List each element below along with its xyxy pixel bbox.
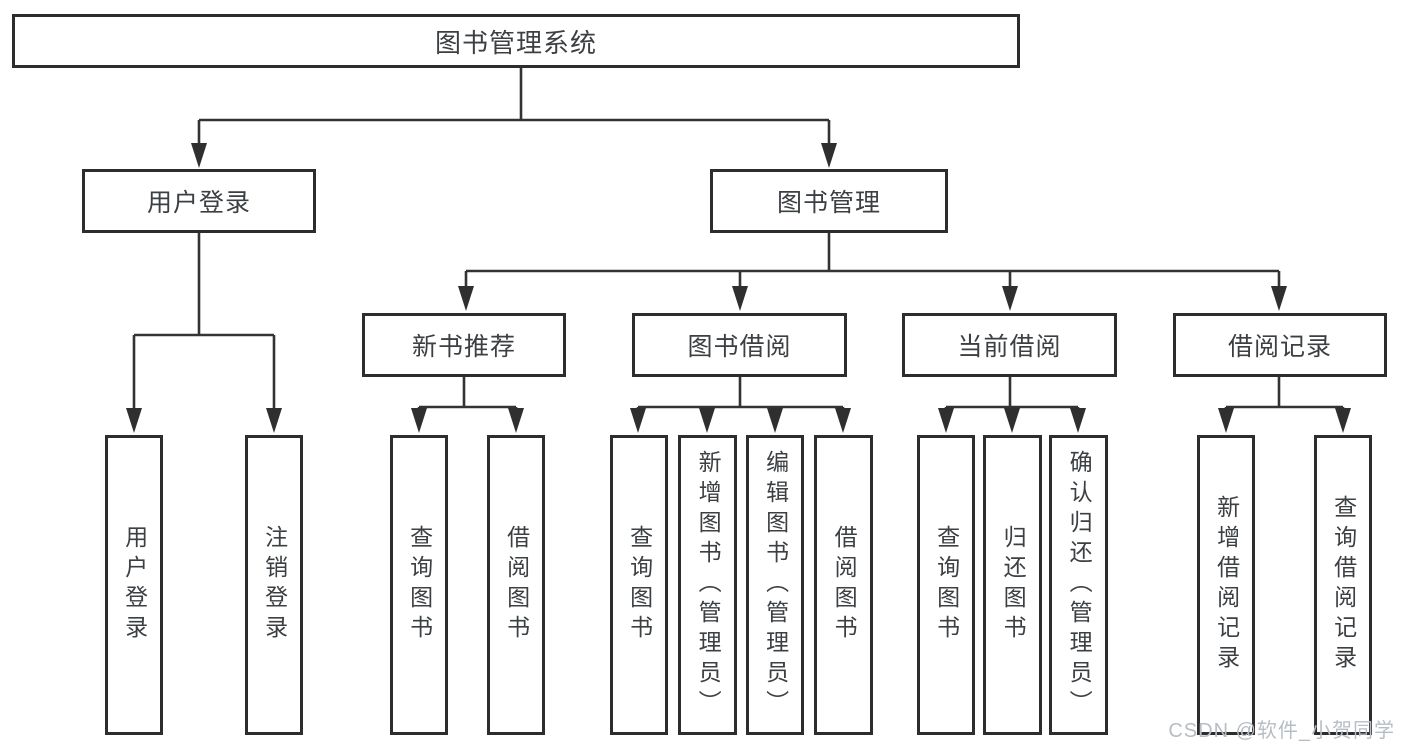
leaf-add-borrow-record: 新增借阅记录 [1197, 435, 1255, 735]
arrowhead [126, 408, 142, 433]
connector-user-login-to-leaves [132, 233, 276, 415]
arrowhead [1271, 286, 1287, 311]
arrowhead [508, 408, 524, 433]
leaf-query-borrow-record: 查询借阅记录 [1314, 435, 1372, 735]
leaf-confirm-return-admin: 确认归还（管理员） [1049, 435, 1108, 735]
arrowhead [732, 286, 748, 311]
connector-root-to-level2 [197, 68, 831, 150]
node-current-borrow: 当前借阅 [902, 313, 1117, 377]
arrowhead [458, 286, 474, 311]
node-book-borrow: 图书借阅 [632, 313, 847, 377]
leaf-user-login: 用户登录 [105, 435, 163, 735]
leaf-edit-books-admin: 编辑图书（管理员） [746, 435, 804, 735]
arrowhead [1070, 408, 1086, 433]
arrowhead [1335, 408, 1351, 433]
arrowhead [411, 408, 427, 433]
arrowhead [630, 408, 646, 433]
arrowhead [835, 408, 851, 433]
arrowhead [699, 408, 715, 433]
leaf-return-books: 归还图书 [983, 435, 1042, 735]
connector-book-mgmt-to-level3 [464, 233, 1281, 292]
arrowhead [938, 408, 954, 433]
node-borrow-records: 借阅记录 [1173, 313, 1387, 377]
node-new-book-recommend: 新书推荐 [362, 313, 566, 377]
arrowhead [1002, 286, 1018, 311]
arrowhead [191, 143, 207, 168]
leaf-logout: 注销登录 [245, 435, 303, 735]
connector-current-borrow-to-leaves [944, 377, 1080, 412]
leaf-add-books-admin: 新增图书（管理员） [678, 435, 737, 735]
node-book-management: 图书管理 [710, 169, 948, 233]
connector-book-borrow-to-leaves [636, 377, 845, 412]
node-user-login: 用户登录 [82, 169, 316, 233]
leaf-query-books-2: 查询图书 [610, 435, 668, 735]
leaf-borrow-books-1: 借阅图书 [487, 435, 545, 735]
connector-borrow-records-to-leaves [1224, 377, 1345, 412]
arrowhead [266, 408, 282, 433]
connector-new-book-rec-to-leaves [417, 377, 518, 412]
arrowhead [767, 408, 783, 433]
arrowhead [1218, 408, 1234, 433]
arrowhead [821, 143, 837, 168]
leaf-query-books-1: 查询图书 [390, 435, 448, 735]
arrowhead [1004, 408, 1020, 433]
csdn-watermark: CSDN @软件_小贺同学 [1168, 720, 1395, 742]
leaf-query-books-3: 查询图书 [917, 435, 975, 735]
node-root: 图书管理系统 [12, 14, 1020, 68]
leaf-borrow-books-2: 借阅图书 [814, 435, 873, 735]
